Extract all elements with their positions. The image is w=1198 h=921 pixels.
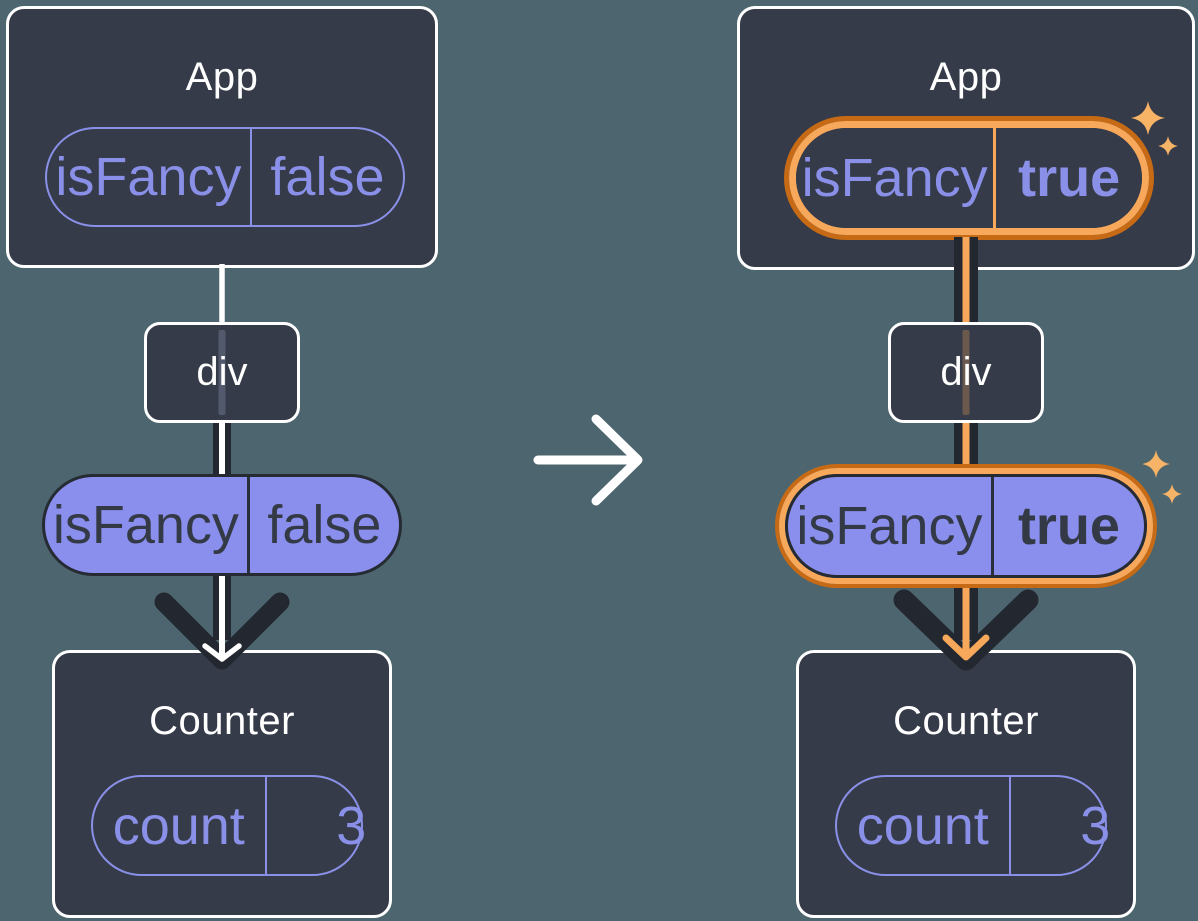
state-name-label: isFancy <box>801 148 988 208</box>
div-label: div <box>940 350 992 394</box>
state-name-label: count <box>856 795 989 856</box>
sparkle-icon <box>1142 450 1182 504</box>
counter-component-card: Counter count 3 <box>796 650 1136 918</box>
state-name-label: isFancy <box>55 147 242 207</box>
state-value-label: 3 <box>264 777 437 874</box>
div-element-node: div <box>144 322 300 423</box>
flow-through-line <box>218 330 226 415</box>
arrow-tip-icon <box>942 634 990 661</box>
flow-through-line <box>962 330 970 415</box>
sparkle-icon <box>1131 101 1178 156</box>
state-value-label: true <box>993 128 1142 228</box>
app-title: App <box>185 55 259 99</box>
arrow-tip-icon <box>202 643 242 662</box>
prop-highlight-ring: isFancy true <box>775 464 1157 588</box>
count-state-pill: count 3 <box>835 775 1110 876</box>
app-component-card: App isFancy false <box>6 6 438 268</box>
prop-highlight-ring-inner: isFancy true <box>779 468 1153 584</box>
prop-name-label: isFancy <box>796 496 983 556</box>
app-state-pill: isFancy false <box>45 127 405 227</box>
state-highlight-ring-inner: isFancy true <box>789 121 1149 235</box>
count-state-pill: count 3 <box>91 775 366 876</box>
counter-component-card: Counter count 3 <box>52 650 392 918</box>
prop-name-label: isFancy <box>52 495 239 555</box>
app-title: App <box>929 55 1003 99</box>
prop-value-label: false <box>246 477 399 573</box>
state-value-label: false <box>249 129 403 225</box>
counter-title: Counter <box>893 699 1039 743</box>
passed-prop-pill: isFancy true <box>785 474 1147 578</box>
passed-prop-pill: isFancy false <box>42 474 402 576</box>
state-value-label: 3 <box>1008 777 1181 874</box>
transition-arrow-icon <box>533 414 643 506</box>
div-element-node: div <box>888 322 1044 423</box>
counter-title: Counter <box>149 699 295 743</box>
div-label: div <box>196 350 248 394</box>
app-state-pill: isFancy true <box>796 128 1142 228</box>
app-component-card: App isFancy true <box>737 6 1195 270</box>
state-name-label: count <box>112 795 245 856</box>
prop-value-label: true <box>990 477 1144 575</box>
